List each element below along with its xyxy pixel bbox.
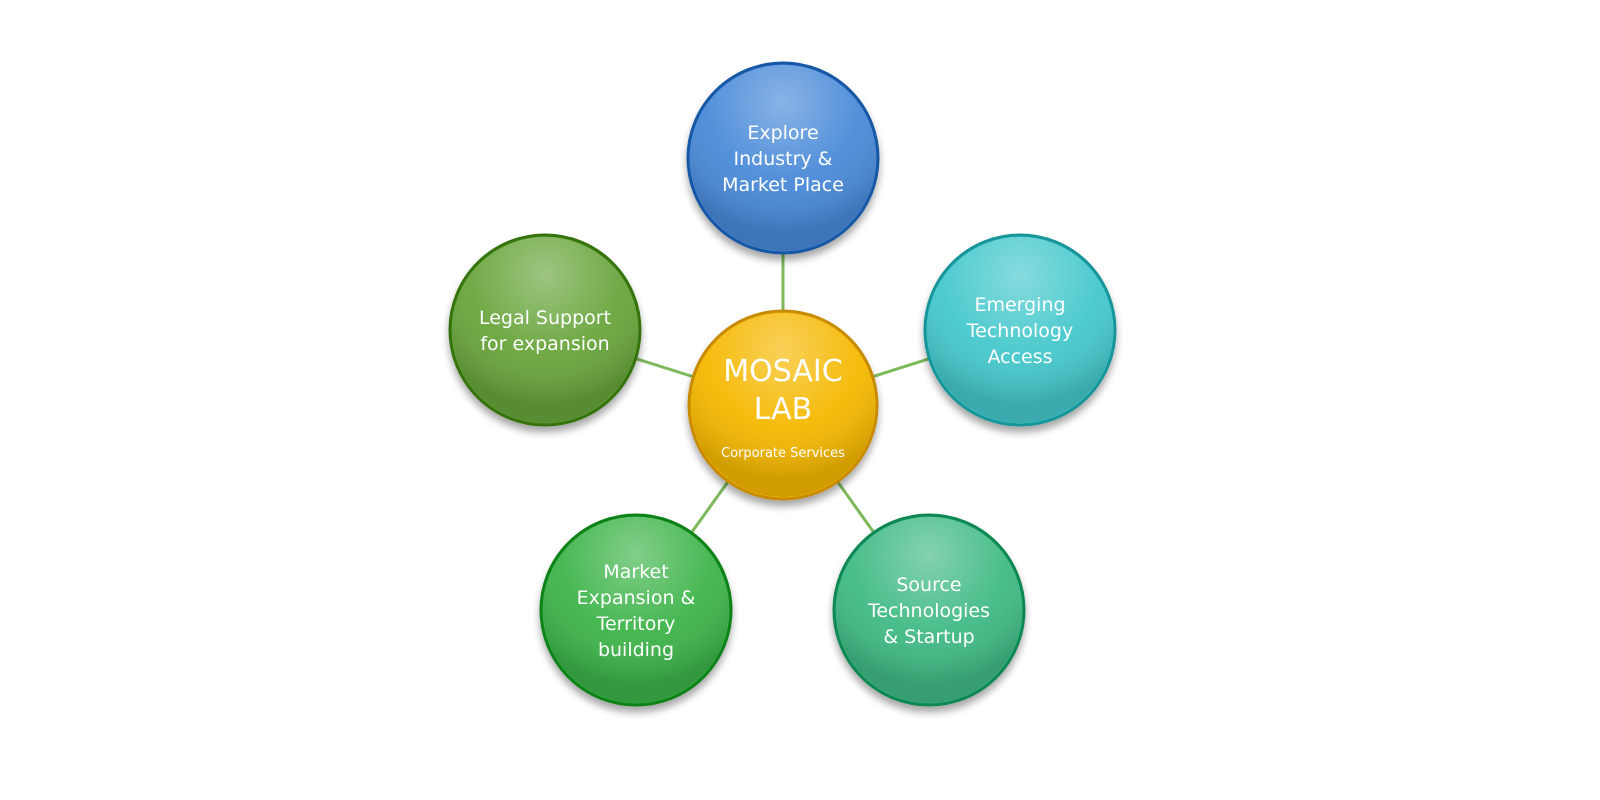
node-legal-support: Legal Support for expansion xyxy=(448,233,642,427)
node-label-line: Technologies xyxy=(867,600,990,622)
connector-line xyxy=(635,357,694,379)
node-label-line: Territory xyxy=(596,613,676,635)
node-label-line: for expansion xyxy=(480,333,609,355)
node-label-line: Explore xyxy=(747,122,818,144)
node-label-line: Expansion & xyxy=(577,587,696,609)
center-subtitle: Corporate Services xyxy=(721,446,845,461)
center-gloss xyxy=(691,313,875,497)
node-label-line: Access xyxy=(987,346,1052,368)
node-label-line: Legal Support xyxy=(479,307,611,329)
center-title-line: MOSAIC xyxy=(723,354,842,389)
center-title-line: LAB xyxy=(754,392,813,427)
connector-line xyxy=(836,480,876,534)
node-label-line: Emerging xyxy=(974,294,1065,316)
node-gloss xyxy=(927,237,1113,423)
node-label-line: & Startup xyxy=(883,626,974,648)
node-label-line: Market xyxy=(603,561,668,583)
connector-line xyxy=(872,357,930,379)
connectors xyxy=(635,253,930,534)
node-label-line: Technology xyxy=(966,320,1073,342)
node-label-line: building xyxy=(598,639,674,661)
node-label-line: Industry & xyxy=(733,148,832,170)
node-label-line: Source xyxy=(896,574,961,596)
node-gloss xyxy=(836,517,1022,703)
node-gloss xyxy=(690,65,876,251)
node-gloss xyxy=(452,237,638,423)
node-gloss xyxy=(543,517,729,703)
connector-line xyxy=(690,480,730,534)
node-label-line: Market Place xyxy=(722,174,844,196)
